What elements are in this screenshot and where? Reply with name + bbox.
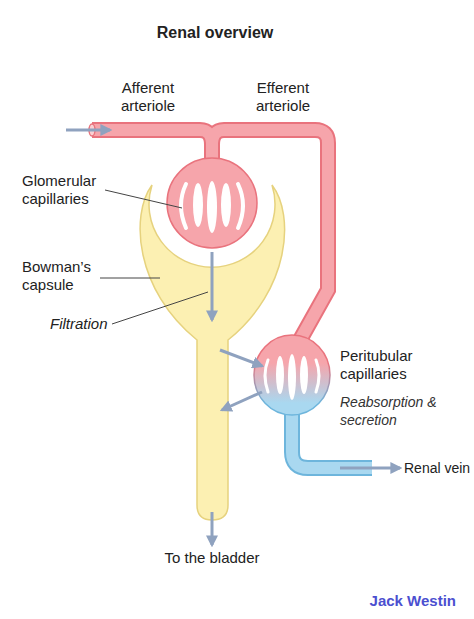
reabsorption-arrow xyxy=(220,350,262,366)
glomerulus xyxy=(167,158,257,248)
vessel-label: Afferent arteriole xyxy=(103,79,193,115)
process-label: Reabsorption & secretion xyxy=(340,393,460,429)
vessel-label: Renal vein xyxy=(404,459,474,477)
destination-label: To the bladder xyxy=(142,549,282,567)
capillary-loop xyxy=(221,183,231,227)
peritubular-capillaries xyxy=(254,335,330,415)
part-label: Bowman’s capsule xyxy=(22,258,112,294)
arteriole-outline xyxy=(92,130,328,340)
part-label: Peritubular capillaries xyxy=(340,347,450,383)
capillary-loop xyxy=(300,356,308,394)
watermark: Jack Westin xyxy=(352,592,456,610)
capillary-loop xyxy=(193,183,203,227)
flow-arrow xyxy=(211,512,214,545)
arteriole-tube xyxy=(92,130,328,340)
part-label: Glomerular capillaries xyxy=(22,172,122,208)
capillary-loop xyxy=(207,181,217,233)
filtration-arrow xyxy=(211,252,214,320)
flow-arrow xyxy=(66,129,110,132)
capillary-loop xyxy=(316,360,319,392)
leader-line xyxy=(112,292,208,324)
leader-line xyxy=(105,190,182,208)
vessel-label: Efferent arteriole xyxy=(238,79,328,115)
capillary-loop xyxy=(265,360,268,392)
capillary-loop xyxy=(276,356,284,394)
process-label: Filtration xyxy=(50,315,130,333)
capillary-loop xyxy=(288,354,296,400)
capillary-loop xyxy=(181,184,186,228)
diagram-title: Renal overview xyxy=(115,24,315,42)
capillary-loop xyxy=(238,184,243,228)
leader-line xyxy=(100,278,160,279)
flow-arrow xyxy=(340,467,400,470)
secretion-arrow xyxy=(222,392,262,410)
